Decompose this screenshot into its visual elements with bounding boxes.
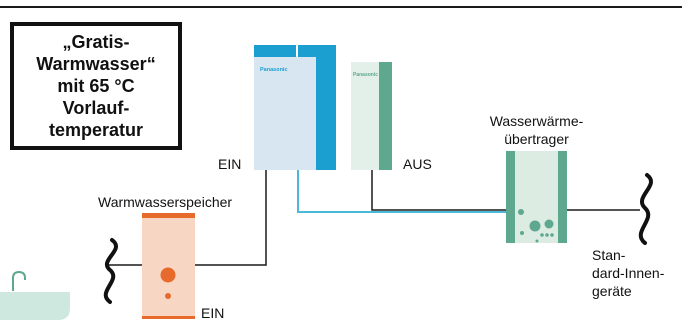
- outdoor-unit-front: [254, 57, 316, 170]
- hex-dot-5: [540, 233, 544, 237]
- label-standard-line2: dard-Innen-: [592, 265, 665, 281]
- tank-body: [142, 218, 195, 316]
- callout-line-2: Warmwasser“: [36, 54, 156, 74]
- hot-water-callout: „Gratis- Warmwasser“ mit 65 °C Vorlauf- …: [10, 22, 182, 150]
- hex-dot-1: [518, 209, 524, 215]
- outdoor-unit-brand: Panasonic: [260, 67, 288, 73]
- callout-line-5: temperatur: [48, 120, 144, 140]
- outdoor-unit-top-left: [254, 45, 296, 57]
- top-rule: [0, 6, 682, 8]
- label-ein-upper: EIN: [218, 156, 242, 172]
- callout-line-3: mit 65 °C: [57, 76, 135, 96]
- hex-dot-4: [520, 231, 524, 235]
- label-heat-exchanger-line1: Wasserwärme-: [489, 113, 584, 129]
- tank-indicator-large: [160, 267, 176, 283]
- label-standard-line3: geräte: [592, 283, 632, 299]
- indoor-unit-side: [379, 62, 392, 170]
- outdoor-unit-top-right: [298, 45, 336, 57]
- indoor-unit-front: [351, 62, 379, 170]
- hex-dot-6: [545, 233, 549, 237]
- hex-dot-3: [544, 219, 554, 229]
- tank-indicator-small: [165, 293, 171, 299]
- pipe-network: [108, 170, 640, 266]
- hot-water-tank: [142, 213, 195, 319]
- bathtub: [0, 270, 70, 320]
- hex-dot-2: [529, 220, 541, 232]
- hex-dot-8: [535, 239, 539, 243]
- continuation-break-right: [638, 173, 653, 245]
- blue-pipe: [297, 170, 506, 213]
- outdoor-unit: Panasonic: [254, 45, 336, 170]
- label-ein-lower: EIN: [201, 305, 225, 321]
- heat-exchanger: [506, 151, 567, 243]
- dark-pipe-to-tank: [195, 170, 267, 266]
- continuation-break-left: [103, 238, 118, 304]
- label-water-tank: Warmwasserspeicher: [98, 194, 233, 210]
- indoor-unit: Panasonic: [351, 62, 392, 170]
- faucet-icon: [12, 270, 26, 291]
- label-standard-line1: Stan-: [592, 247, 626, 263]
- tank-top-cap: [142, 213, 195, 218]
- hex-dot-7: [550, 233, 554, 237]
- label-aus: AUS: [403, 156, 432, 172]
- callout-line-4: Vorlauf-: [62, 98, 130, 118]
- indoor-unit-brand: Panasonic: [353, 72, 378, 78]
- bathtub-icon: [0, 292, 70, 320]
- dark-pipe-to-exchanger: [371, 170, 506, 211]
- outdoor-unit-side: [316, 57, 336, 170]
- label-heat-exchanger-line2: übertrager: [504, 131, 569, 147]
- callout-line-1: „Gratis-: [62, 32, 130, 52]
- tank-bottom-cap: [142, 316, 195, 319]
